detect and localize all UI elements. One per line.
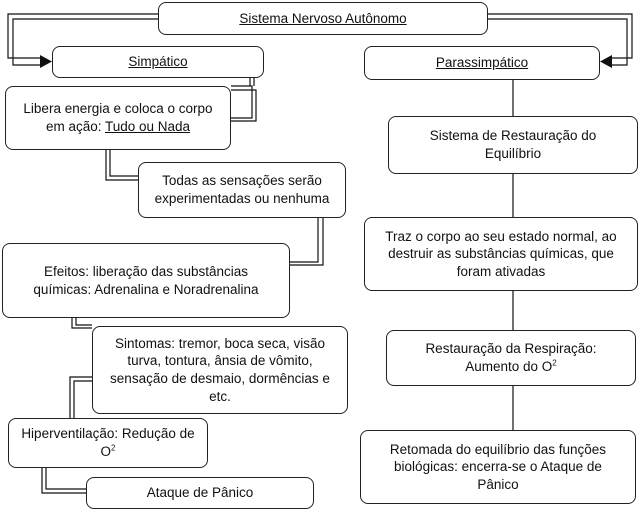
traz-text: Traz o corpo ao seu estado normal, ao de…: [385, 228, 617, 279]
title-box: Sistema Nervoso Autônomo: [158, 2, 488, 35]
retomada-box: Retomada do equilíbrio das funções bioló…: [360, 430, 636, 504]
simpatico-label: Simpático: [128, 54, 188, 70]
traz-box: Traz o corpo ao seu estado normal, ao de…: [364, 217, 638, 291]
ataque-text: Ataque de Pânico: [146, 485, 254, 501]
ataque-box: Ataque de Pânico: [86, 477, 314, 509]
efeitos-text: Efeitos: liberação das substâncias quími…: [33, 263, 259, 297]
sensacoes-box: Todas as sensações serão experimentadas …: [138, 162, 346, 218]
respiracao-text: Restauração da Respiração: Aumento do O2: [425, 341, 597, 374]
respiracao-box: Restauração da Respiração: Aumento do O2: [386, 330, 636, 386]
title-text: Sistema Nervoso Autônomo: [239, 10, 407, 26]
retomada-text: Retomada do equilíbrio das funções bioló…: [389, 441, 607, 492]
efeitos-box: Efeitos: liberação das substâncias quími…: [2, 243, 290, 318]
sensacoes-text: Todas as sensações serão experimentadas …: [154, 173, 330, 206]
parassimpatico-box: Parassimpático: [364, 46, 600, 80]
sintomas-text: Sintomas: tremor, boca seca, visão turva…: [110, 335, 330, 404]
libera-text: Libera energia e coloca o corpo em ação:…: [23, 101, 213, 134]
simpatico-box: Simpático: [52, 46, 264, 78]
parassimpatico-label: Parassimpático: [435, 55, 529, 71]
tudo-ou-nada-link: Tudo ou Nada: [104, 119, 191, 134]
restauracao-text: Sistema de Restauração do Equilíbrio: [429, 128, 597, 161]
libera-box: Libera energia e coloca o corpo em ação:…: [5, 86, 231, 150]
sintomas-box: Sintomas: tremor, boca seca, visão turva…: [92, 326, 348, 414]
hiperventilacao-text: Hiperventilação: Redução de O2: [21, 426, 195, 459]
hiperventilacao-box: Hiperventilação: Redução de O2: [8, 418, 208, 468]
restauracao-box: Sistema de Restauração do Equilíbrio: [388, 116, 638, 174]
